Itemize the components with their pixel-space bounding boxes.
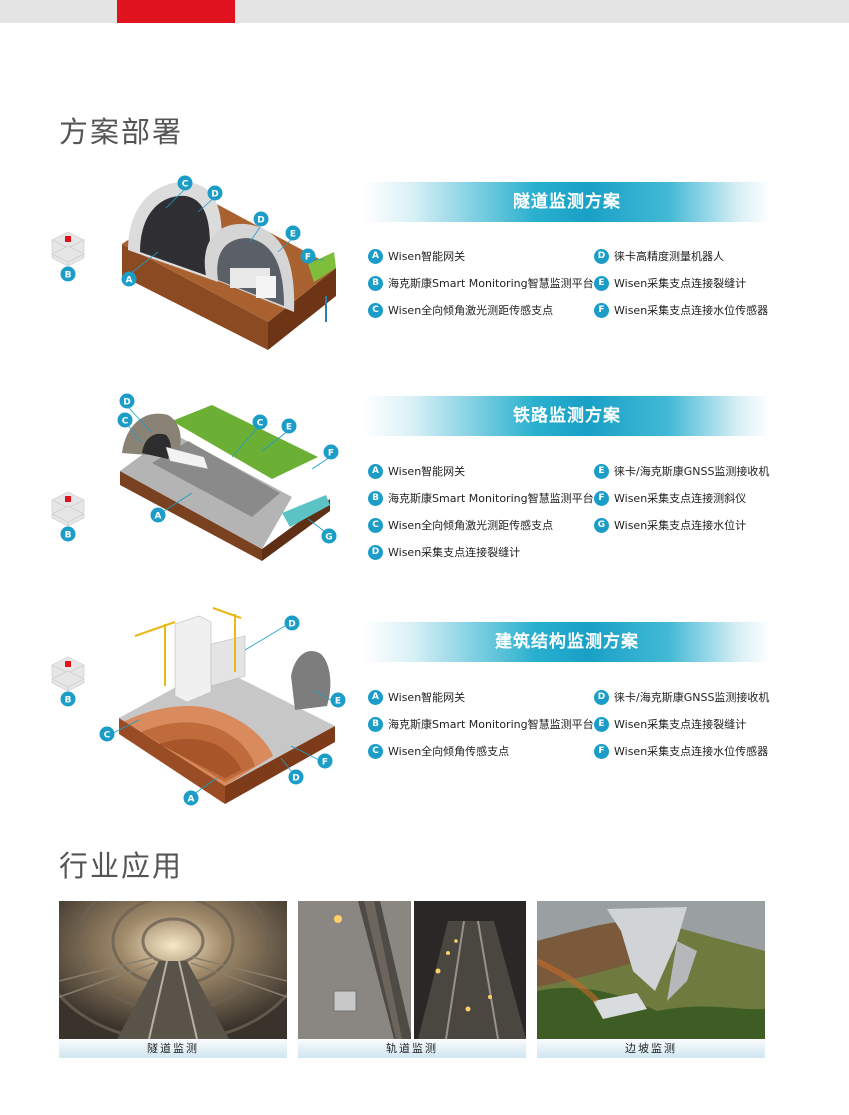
section-title-deployment: 方案部署: [59, 115, 184, 149]
section-title-applications: 行业应用: [59, 849, 184, 883]
building-marker: E: [335, 697, 341, 707]
legend-badge: G: [594, 517, 609, 533]
building-marker: F: [322, 758, 328, 768]
track-monitoring-photo: [298, 901, 526, 1039]
gateway-marker-label: B: [65, 271, 72, 281]
legend-badge: F: [594, 490, 609, 506]
gateway-building-icon: B: [48, 655, 88, 710]
legend-badge: C: [368, 517, 383, 533]
building-illustration: D E C F D A: [95, 606, 350, 811]
tunnel-marker: F: [305, 253, 311, 263]
railway-illustration: D C C E F A G: [112, 393, 344, 563]
legend-badge: D: [594, 248, 609, 264]
legend-badge: C: [368, 743, 383, 759]
legend-badge: E: [594, 275, 609, 291]
legend-badge: F: [594, 743, 609, 759]
legend-badge: E: [594, 716, 609, 732]
railway-marker: D: [123, 398, 130, 408]
legend-badge: E: [594, 463, 609, 479]
railway-marker: C: [257, 419, 264, 429]
tunnel-monitoring-caption: 隧道监测: [59, 1040, 287, 1058]
gateway-building-icon: B: [48, 490, 88, 545]
legend-badge: D: [368, 544, 383, 560]
tunnel-marker: A: [126, 276, 133, 286]
tunnel-marker: C: [182, 180, 189, 190]
tunnel-marker: D: [257, 216, 264, 226]
slope-monitoring-photo: [537, 901, 765, 1039]
tunnel-marker: E: [290, 230, 296, 240]
railway-marker: F: [328, 449, 334, 459]
legend-badge: A: [368, 248, 383, 264]
track-monitoring-caption: 轨道监测: [298, 1040, 526, 1058]
building-solution-banner: 建筑结构监测方案: [364, 622, 770, 662]
legend-badge: C: [368, 302, 383, 318]
building-marker: C: [104, 731, 111, 741]
legend-badge: A: [368, 689, 383, 705]
railway-marker: E: [286, 423, 292, 433]
tunnel-illustration: C D D E F A: [118, 172, 348, 350]
gateway-marker-label: B: [65, 531, 72, 541]
tunnel-marker: D: [211, 190, 218, 200]
legend-badge: D: [594, 689, 609, 705]
legend-badge: B: [368, 275, 383, 291]
slope-monitoring-caption: 边坡监测: [537, 1040, 765, 1058]
legend-badge: B: [368, 716, 383, 732]
top-bar: [0, 0, 849, 23]
tunnel-monitoring-photo: [59, 901, 287, 1039]
gateway-marker-label: B: [65, 696, 72, 706]
railway-marker: C: [122, 417, 129, 427]
building-marker: D: [292, 774, 299, 784]
railway-solution-banner: 铁路监测方案: [364, 396, 770, 436]
railway-marker: G: [325, 533, 332, 543]
legend-badge: A: [368, 463, 383, 479]
railway-marker: A: [155, 512, 162, 522]
building-marker: D: [288, 620, 295, 630]
gateway-building-icon: B: [48, 230, 88, 285]
legend-badge: F: [594, 302, 609, 318]
building-marker: A: [188, 795, 195, 805]
legend-badge: B: [368, 490, 383, 506]
tunnel-solution-banner: 隧道监测方案: [364, 182, 770, 222]
brand-accent-block: [117, 0, 235, 23]
